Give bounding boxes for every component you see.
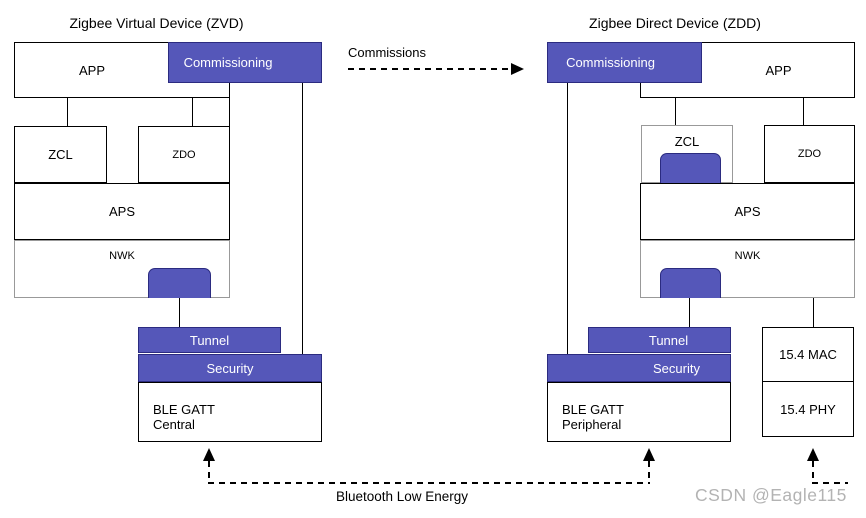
zdd-app-zdo-connector xyxy=(803,98,804,125)
zvd-security-box: Security xyxy=(138,354,322,382)
zdd-nwk-tunnel-port xyxy=(660,268,721,298)
zdd-app-label: APP xyxy=(765,62,792,78)
zdd-ble-gatt-peripheral-box: BLE GATT Peripheral xyxy=(547,382,731,442)
zvd-ble-gatt-central-box: BLE GATT Central xyxy=(138,382,322,442)
ble-arrowhead-zdd xyxy=(643,448,655,461)
zdd-tunnel-box: Tunnel xyxy=(588,327,731,353)
commissions-arrowhead xyxy=(511,63,524,75)
bluetooth-low-energy-label: Bluetooth Low Energy xyxy=(335,488,469,504)
zvd-nwk-label: NWK xyxy=(109,249,135,262)
zvd-nwk-tunnel-connector xyxy=(179,298,180,327)
zvd-tunnel-box: Tunnel xyxy=(138,327,281,353)
zvd-app-label: APP xyxy=(78,62,105,78)
zdd-title: Zigbee Direct Device (ZDD) xyxy=(589,15,761,31)
zdd-ble-role-label: Peripheral xyxy=(562,416,622,432)
ble-dashed-horizontal xyxy=(208,482,650,484)
commissions-dashed-line xyxy=(348,68,511,70)
zdd-nwk-label: NWK xyxy=(734,249,761,262)
ble-arrowhead-zvd xyxy=(203,448,215,461)
zdd-zcl-label: ZCL xyxy=(674,133,700,149)
phy-dashed-horizontal xyxy=(812,482,848,484)
zvd-ble-role-label: Central xyxy=(153,416,195,432)
zvd-ble-gatt-label: BLE GATT xyxy=(153,402,215,417)
zvd-aps-box: APS xyxy=(14,183,230,240)
zvd-nwk-tunnel-port xyxy=(148,268,211,298)
zdd-commissioning-security-connector xyxy=(567,83,568,354)
zvd-app-zdo-connector xyxy=(192,98,193,126)
zdd-phy-box: 15.4 PHY xyxy=(762,381,854,437)
zdd-app-zcl-connector xyxy=(675,98,676,125)
zdd-ble-gatt-label: BLE GATT xyxy=(562,402,624,417)
ble-dashed-vertical-zdd xyxy=(648,461,650,483)
csdn-watermark: CSDN @Eagle115 xyxy=(695,485,847,505)
zvd-zcl-box: ZCL xyxy=(14,126,107,183)
zvd-zdo-box: ZDO xyxy=(138,126,230,183)
zvd-commissioning-security-connector xyxy=(302,83,303,354)
ble-dashed-vertical-zvd xyxy=(208,461,210,483)
zdd-nwk-mac-connector xyxy=(813,298,814,327)
phy-arrowhead xyxy=(807,448,819,461)
zvd-commissioning-box: Commissioning xyxy=(168,42,322,83)
zvd-title: Zigbee Virtual Device (ZVD) xyxy=(69,15,244,31)
zdd-aps-box: APS xyxy=(640,183,855,240)
zdd-zdo-box: ZDO xyxy=(764,125,855,183)
zdd-commissioning-box: Commissioning xyxy=(547,42,702,83)
commissions-label: Commissions xyxy=(348,45,427,60)
zdd-security-box: Security xyxy=(547,354,731,382)
zdd-mac-box: 15.4 MAC xyxy=(762,327,854,382)
zvd-app-zcl-connector xyxy=(67,98,68,126)
phy-dashed-vertical xyxy=(812,461,814,483)
zdd-zcl-tunnel-port xyxy=(660,153,721,183)
zvd-commissioning-zdo-connector xyxy=(229,83,230,126)
zdd-nwk-tunnel-connector xyxy=(689,298,690,327)
